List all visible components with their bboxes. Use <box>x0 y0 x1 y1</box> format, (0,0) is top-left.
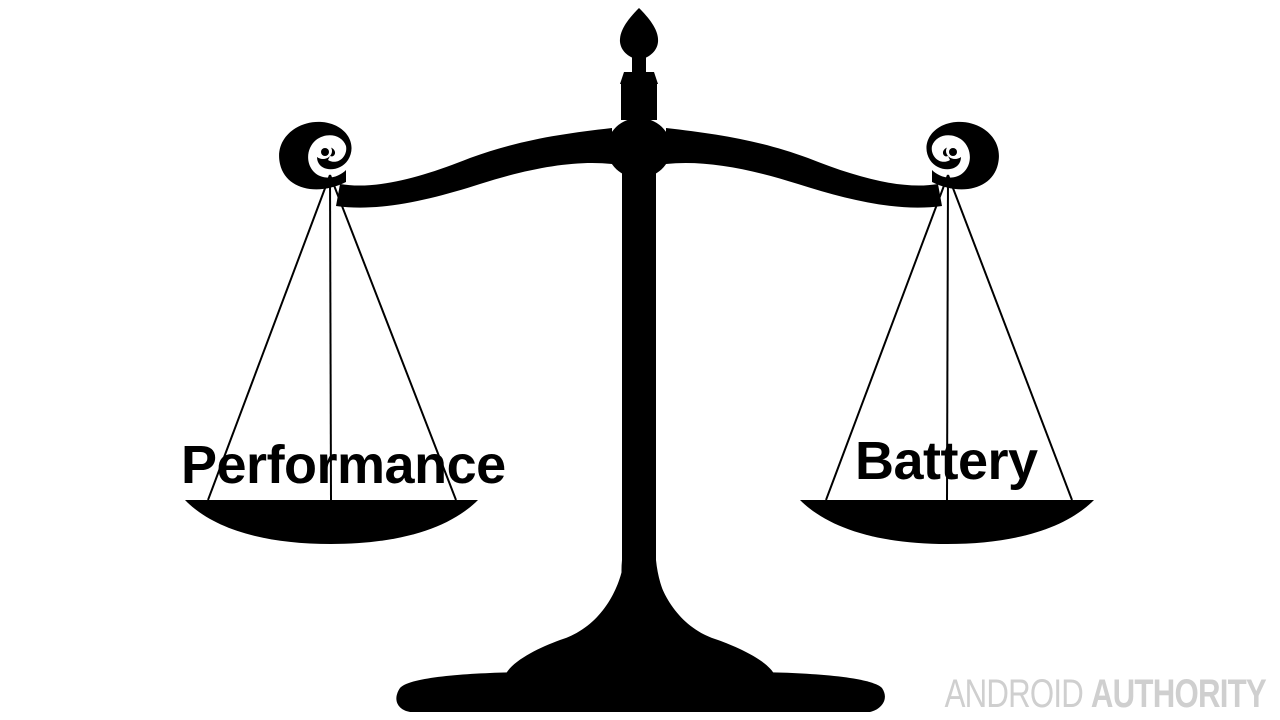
post <box>600 170 720 648</box>
beam <box>336 128 612 208</box>
base-upper <box>505 560 775 676</box>
beam-right <box>666 128 942 208</box>
watermark-part1: ANDROID <box>944 672 1084 716</box>
watermark-logo: ANDROID AUTHORITY <box>944 672 1267 716</box>
scroll-left <box>279 121 352 190</box>
left-pan-label: Performance <box>181 435 506 495</box>
right-pan <box>800 500 1094 544</box>
base-foot <box>396 672 885 712</box>
post-top <box>621 84 657 120</box>
finial-neck <box>632 56 646 72</box>
right-string-inner <box>947 174 1073 501</box>
left-string-outer <box>207 174 331 501</box>
left-pan <box>185 500 478 544</box>
watermark-part2: AUTHORITY <box>1091 672 1267 716</box>
right-string-outer <box>825 174 949 501</box>
right-string-center <box>946 174 949 501</box>
left-string-inner <box>329 174 457 501</box>
finial <box>619 8 659 60</box>
scroll-right-dot <box>949 148 957 156</box>
left-string-center <box>329 174 332 501</box>
finial-collar <box>620 72 658 84</box>
right-pan-label: Battery <box>855 431 1038 491</box>
scroll-left-dot <box>321 148 329 156</box>
scroll-right <box>926 121 999 190</box>
beam-hub <box>607 118 671 178</box>
